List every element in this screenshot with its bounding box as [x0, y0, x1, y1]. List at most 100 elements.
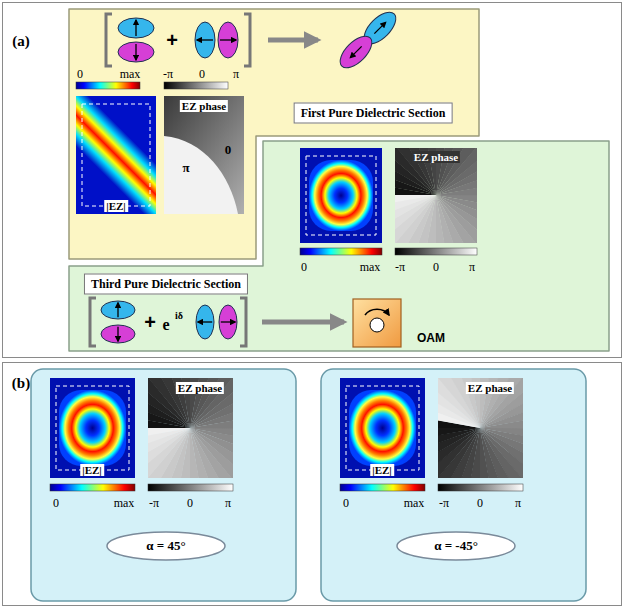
art-part — [436, 195, 477, 243]
case-box — [321, 369, 586, 601]
section-outline — [69, 141, 609, 351]
art-part — [118, 18, 154, 38]
dipole — [196, 305, 214, 339]
colorbar-label: 0 — [199, 67, 205, 82]
art-part — [480, 428, 523, 478]
colorbar-label: -π — [149, 496, 159, 511]
art-part — [438, 428, 480, 478]
colorbar — [395, 248, 477, 255]
art-part — [436, 195, 477, 243]
art-part — [438, 428, 480, 478]
colorbar — [300, 248, 382, 255]
bracket — [244, 14, 250, 66]
phase-factor: e — [162, 316, 169, 334]
colorbar-label: 0 — [343, 496, 349, 511]
field-map — [50, 378, 135, 478]
bracket — [90, 298, 96, 346]
operator: + — [166, 29, 178, 52]
art-part — [395, 195, 436, 243]
art-part — [395, 195, 436, 243]
art-part — [350, 46, 361, 57]
transition-arrow — [268, 38, 318, 43]
dipole — [219, 305, 237, 339]
art-part — [480, 428, 523, 478]
colorbar-label: max — [120, 67, 141, 82]
field-map — [340, 378, 425, 478]
art-part — [395, 195, 436, 243]
panel: (b)α = 45°α = -45° — [2, 362, 622, 606]
art-part — [195, 22, 215, 58]
art-part — [478, 428, 514, 478]
art-part — [190, 393, 233, 429]
field-ring — [349, 390, 416, 466]
colorbar-label: -π — [163, 67, 173, 82]
waveguide-outline — [346, 386, 419, 470]
art-part — [101, 325, 135, 343]
art-part — [438, 426, 480, 462]
art-part — [395, 195, 436, 243]
dipole — [195, 22, 215, 58]
colorbar-label: max — [360, 260, 381, 275]
colorbar-label: 0 — [187, 496, 193, 511]
art-part — [400, 195, 436, 243]
dipole — [218, 22, 238, 58]
angle-label: α = -45° — [434, 538, 478, 554]
phase-label: EZ phase — [180, 100, 228, 112]
colorbar-label: 0 — [53, 496, 59, 511]
art-part — [118, 42, 154, 62]
art-part — [480, 428, 523, 478]
phase-region — [164, 136, 238, 214]
art-part — [480, 428, 523, 478]
art-part — [135, 20, 136, 36]
art-part — [436, 195, 477, 231]
phase-label: EZ phase — [412, 151, 460, 163]
art-part — [190, 428, 233, 478]
waveguide-outline — [56, 386, 129, 470]
colorbar-label: max — [114, 496, 135, 511]
oam-label: OAM — [417, 331, 445, 345]
art-part — [188, 428, 224, 478]
colorbar — [148, 484, 233, 491]
art-part — [117, 327, 118, 341]
art-part — [148, 428, 190, 478]
art-part — [480, 428, 523, 478]
angle-ellipse — [397, 532, 515, 560]
colorbar-label: π — [515, 496, 521, 511]
art-part — [395, 195, 436, 243]
rotation-arrow — [365, 309, 389, 315]
angle-ellipse: α = 45° — [106, 531, 226, 561]
colorbar-label: π — [469, 260, 475, 275]
art-part — [190, 428, 233, 478]
colorbar — [76, 82, 140, 89]
section-title: First Pure Dielectric Section — [294, 103, 453, 124]
bracket — [106, 14, 112, 66]
art-part — [117, 303, 118, 317]
art-part — [438, 428, 480, 478]
art-part — [148, 428, 190, 478]
dipole — [101, 325, 135, 343]
art-part — [438, 428, 480, 478]
colorbar-label: 0 — [77, 67, 83, 82]
field-map — [76, 96, 156, 214]
oam-box: OAM — [353, 299, 457, 347]
art-part — [218, 22, 238, 58]
field-label: |EZ| — [370, 464, 394, 476]
colorbar — [164, 82, 228, 89]
art-part — [438, 428, 480, 478]
art-part — [335, 31, 377, 73]
field-ring — [309, 160, 373, 231]
dipole — [335, 31, 377, 73]
art-part — [359, 7, 401, 49]
colorbar-label: -π — [439, 496, 449, 511]
colorbar — [50, 484, 135, 491]
field-map — [300, 148, 382, 243]
art-part — [395, 195, 436, 243]
panel: (a)First Pure Dielectric SectionThird Pu… — [2, 2, 622, 358]
art-part — [190, 428, 233, 478]
art-part — [219, 305, 237, 339]
art-part — [198, 321, 212, 322]
art-part — [480, 393, 523, 429]
